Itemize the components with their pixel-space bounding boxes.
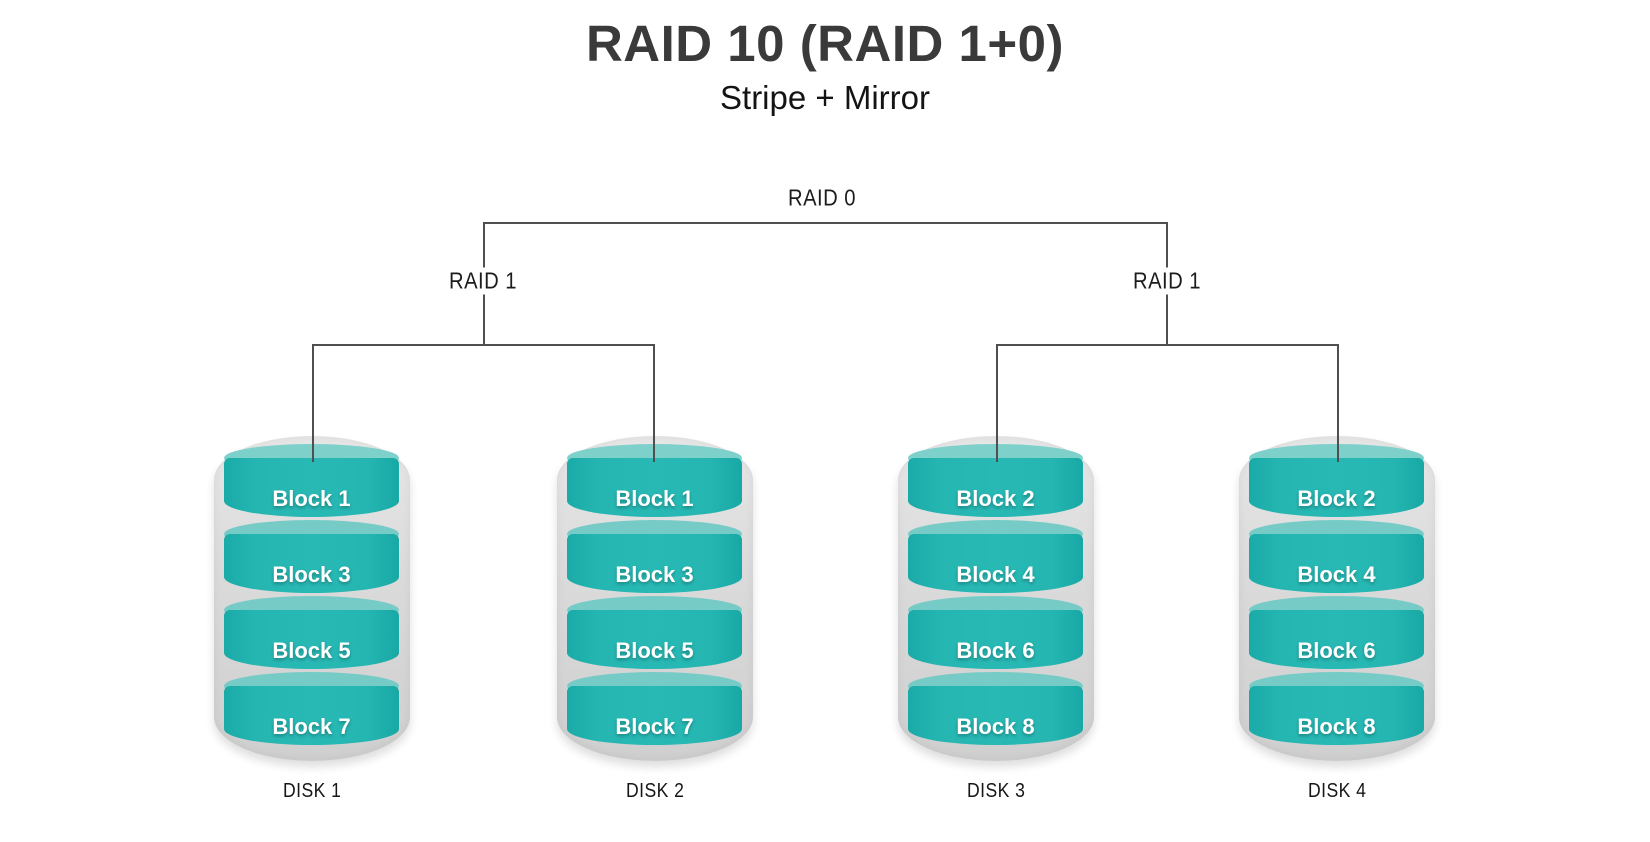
block-stack: Block 2 Block 4 Block 6 Block 8 [908, 444, 1083, 745]
cylinder-body [908, 534, 1083, 593]
block-segment: Block 6 [1249, 596, 1424, 669]
page-title: RAID 10 (RAID 1+0) [585, 15, 1065, 72]
block-segment: Block 2 [908, 444, 1083, 517]
block-label: Block 3 [272, 562, 351, 587]
connector-drop-disk-2 [653, 344, 655, 462]
cylinder-body [567, 686, 742, 745]
block-segment: Block 2 [1249, 444, 1424, 517]
cylinder-body [224, 610, 399, 669]
cylinder-body [224, 686, 399, 745]
cylinder-body [1249, 686, 1424, 745]
block-segment: Block 8 [1249, 672, 1424, 745]
block-label: Block 4 [956, 562, 1035, 587]
connector-left-branch-horizontal [312, 344, 654, 346]
disk-label: DISK 3 [898, 780, 1094, 803]
disk-4: Block 2 Block 4 Block 6 Block 8 DISK 4 [1239, 436, 1435, 802]
block-segment: Block 3 [224, 520, 399, 593]
block-label: Block 8 [956, 714, 1035, 739]
cylinder-body [224, 534, 399, 593]
cylinder-body [567, 610, 742, 669]
block-segment: Block 1 [224, 444, 399, 517]
block-label: Block 1 [615, 486, 694, 511]
disk-label-text: DISK 4 [1307, 780, 1367, 802]
disk-label-text: DISK 3 [966, 780, 1026, 802]
block-label: Block 6 [956, 638, 1035, 663]
connector-raid0-horizontal [483, 222, 1167, 224]
cylinder-body [908, 610, 1083, 669]
raid1-label-left: RAID 1 [442, 267, 524, 295]
disk-label-text: DISK 2 [625, 780, 685, 802]
block-stack: Block 1 Block 3 Block 5 Block 7 [224, 444, 399, 745]
block-segment: Block 5 [224, 596, 399, 669]
disk-label: DISK 1 [214, 780, 410, 803]
cylinder-body [908, 686, 1083, 745]
block-label: Block 6 [1297, 638, 1376, 663]
cylinder-body [1249, 534, 1424, 593]
connector-drop-disk-3 [996, 344, 998, 462]
raid1-label-right: RAID 1 [1126, 267, 1208, 295]
connector-right-branch-horizontal [996, 344, 1338, 346]
block-label: Block 1 [272, 486, 351, 511]
cylinder-body [567, 534, 742, 593]
block-label: Block 8 [1297, 714, 1376, 739]
page-subtitle: Stripe + Mirror [720, 79, 930, 116]
block-label: Block 2 [956, 486, 1035, 511]
disk-label-text: DISK 1 [282, 780, 342, 802]
cylinder-body [1249, 458, 1424, 517]
block-stack: Block 2 Block 4 Block 6 Block 8 [1249, 444, 1424, 745]
cylinder-body [567, 458, 742, 517]
block-segment: Block 6 [908, 596, 1083, 669]
block-segment: Block 4 [908, 520, 1083, 593]
block-segment: Block 8 [908, 672, 1083, 745]
disk-label: DISK 4 [1239, 780, 1435, 803]
block-segment: Block 1 [567, 444, 742, 517]
block-label: Block 5 [615, 638, 694, 663]
block-segment: Block 7 [567, 672, 742, 745]
block-label: Block 2 [1297, 486, 1376, 511]
disk-1: Block 1 Block 3 Block 5 Block 7 DISK 1 [214, 436, 410, 802]
connector-drop-disk-1 [312, 344, 314, 462]
cylinder-body [908, 458, 1083, 517]
block-segment: Block 7 [224, 672, 399, 745]
block-label: Block 4 [1297, 562, 1376, 587]
block-segment: Block 3 [567, 520, 742, 593]
block-segment: Block 4 [1249, 520, 1424, 593]
connector-drop-disk-4 [1337, 344, 1339, 462]
raid0-label: RAID 0 [781, 184, 863, 212]
block-label: Block 5 [272, 638, 351, 663]
cylinder-body [1249, 610, 1424, 669]
block-stack: Block 1 Block 3 Block 5 Block 7 [567, 444, 742, 745]
cylinder-body [224, 458, 399, 517]
disk-label: DISK 2 [557, 780, 753, 803]
block-label: Block 7 [615, 714, 694, 739]
disk-2: Block 1 Block 3 Block 5 Block 7 DISK 2 [557, 436, 753, 802]
block-label: Block 3 [615, 562, 694, 587]
block-label: Block 7 [272, 714, 351, 739]
disk-3: Block 2 Block 4 Block 6 Block 8 DISK 3 [898, 436, 1094, 802]
block-segment: Block 5 [567, 596, 742, 669]
